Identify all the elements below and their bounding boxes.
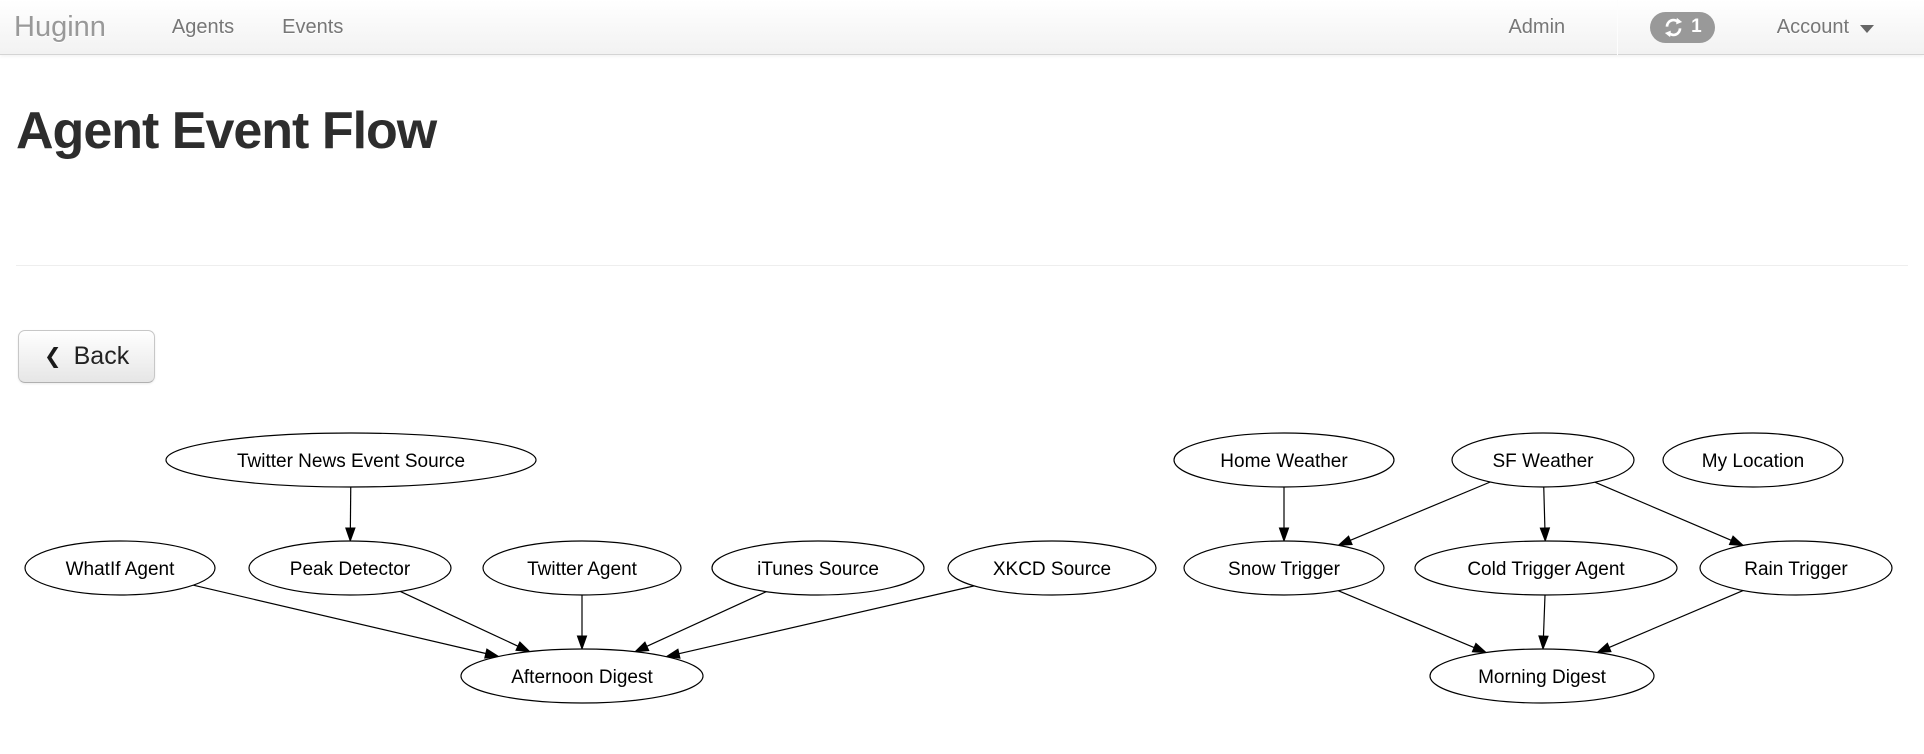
arrowhead-home-weather-to-snow-trigger (1278, 527, 1290, 543)
graph-node-morning-digest: Morning Digest (1429, 648, 1655, 704)
arrowhead-snow-trigger-to-morning-digest (1471, 642, 1488, 654)
node-ellipse-twitter-news-event-source (165, 432, 537, 488)
node-ellipse-cold-trigger-agent (1414, 540, 1678, 596)
node-ellipse-rain-trigger (1699, 540, 1893, 596)
graph-node-cold-trigger-agent: Cold Trigger Agent (1414, 540, 1678, 596)
navbar-right-nav: Admin 1 Account (1484, 0, 1924, 55)
node-label-my-location: My Location (1702, 451, 1804, 472)
node-ellipse-peak-detector (248, 540, 452, 596)
edge-peak-detector-to-afternoon-digest (400, 590, 519, 647)
graph-node-xkcd-source: XKCD Source (947, 540, 1157, 596)
graph-node-my-location: My Location (1662, 432, 1844, 488)
edge-sf-weather-to-cold-trigger-agent (1543, 486, 1546, 529)
arrowhead-sf-weather-to-rain-trigger (1728, 535, 1745, 547)
node-label-whatif-agent: WhatIf Agent (66, 559, 176, 580)
node-ellipse-xkcd-source (947, 540, 1157, 596)
arrowhead-rain-trigger-to-morning-digest (1595, 642, 1612, 654)
arrowhead-itunes-source-to-afternoon-digest (633, 641, 650, 653)
edge-xkcd-source-to-afternoon-digest (678, 585, 975, 655)
node-ellipse-twitter-agent (482, 540, 682, 596)
back-button-label: Back (73, 342, 130, 370)
job-queue-badge[interactable]: 1 (1650, 11, 1715, 43)
page-title: Agent Event Flow (16, 102, 437, 160)
node-label-twitter-news-event-source: Twitter News Event Source (237, 451, 465, 472)
arrowhead-whatif-agent-to-afternoon-digest (484, 648, 500, 659)
node-label-rain-trigger: Rain Trigger (1744, 559, 1848, 580)
node-ellipse-my-location (1662, 432, 1844, 488)
node-label-home-weather: Home Weather (1220, 451, 1348, 472)
header-divider (16, 265, 1908, 266)
graph-node-afternoon-digest: Afternoon Digest (460, 648, 704, 704)
node-label-snow-trigger: Snow Trigger (1228, 559, 1341, 580)
graph-node-twitter-agent: Twitter Agent (482, 540, 682, 596)
edge-sf-weather-to-rain-trigger (1594, 481, 1732, 541)
graph-node-sf-weather: SF Weather (1451, 432, 1635, 488)
edge-snow-trigger-to-morning-digest (1337, 590, 1475, 649)
node-label-peak-detector: Peak Detector (290, 559, 411, 580)
refresh-icon (1663, 17, 1684, 38)
navbar-left-nav: Agents Events (148, 0, 367, 54)
arrowhead-peak-detector-to-afternoon-digest (515, 641, 532, 653)
graph-node-twitter-news-event-source: Twitter News Event Source (165, 432, 537, 488)
badge-count: 1 (1691, 16, 1702, 37)
chevron-left-icon: ❮ (44, 345, 62, 368)
nav-item-admin[interactable]: Admin (1508, 15, 1566, 38)
graph-node-itunes-source: iTunes Source (711, 540, 925, 596)
arrowhead-cold-trigger-agent-to-morning-digest (1538, 635, 1549, 651)
navbar: Huginn Agents Events Admin 1 Account (0, 0, 1924, 55)
node-label-sf-weather: SF Weather (1492, 451, 1594, 472)
arrowhead-xkcd-source-to-afternoon-digest (664, 648, 681, 659)
nav-item-agents[interactable]: Agents (171, 15, 235, 38)
edge-whatif-agent-to-afternoon-digest (193, 584, 486, 655)
navbar-vertical-divider (1617, 0, 1619, 55)
graph-node-snow-trigger: Snow Trigger (1183, 540, 1385, 596)
node-label-itunes-source: iTunes Source (757, 559, 879, 580)
node-label-xkcd-source: XKCD Source (993, 559, 1111, 580)
arrowhead-sf-weather-to-snow-trigger (1336, 535, 1353, 546)
arrowhead-sf-weather-to-cold-trigger-agent (1539, 527, 1551, 543)
node-label-morning-digest: Morning Digest (1478, 667, 1606, 688)
node-ellipse-whatif-agent (24, 540, 216, 596)
node-ellipse-sf-weather (1451, 432, 1635, 488)
main-content: Agent Event Flow ❮ Back (0, 99, 1924, 383)
edge-cold-trigger-agent-to-morning-digest (1542, 594, 1546, 637)
node-ellipse-morning-digest (1429, 648, 1655, 704)
graph-node-home-weather: Home Weather (1173, 432, 1395, 488)
node-label-twitter-agent: Twitter Agent (527, 559, 638, 580)
back-button[interactable]: ❮ Back (18, 330, 156, 383)
account-dropdown[interactable]: Account (1777, 16, 1874, 39)
edge-itunes-source-to-afternoon-digest (646, 591, 767, 647)
arrowhead-twitter-news-event-source-to-peak-detector (345, 527, 356, 543)
node-label-cold-trigger-agent: Cold Trigger Agent (1467, 559, 1625, 580)
node-label-afternoon-digest: Afternoon Digest (511, 667, 653, 688)
graph-node-rain-trigger: Rain Trigger (1699, 540, 1893, 596)
caret-down-icon (1860, 24, 1874, 33)
graph-node-peak-detector: Peak Detector (248, 540, 452, 596)
arrowhead-twitter-agent-to-afternoon-digest (576, 635, 588, 651)
edge-sf-weather-to-snow-trigger (1350, 481, 1491, 541)
edge-rain-trigger-to-morning-digest (1608, 589, 1744, 648)
node-ellipse-itunes-source (711, 540, 925, 596)
node-ellipse-home-weather (1173, 432, 1395, 488)
graph-node-whatif-agent: WhatIf Agent (24, 540, 216, 596)
brand-link[interactable]: Huginn (14, 10, 106, 43)
account-label: Account (1776, 15, 1849, 38)
node-ellipse-afternoon-digest (460, 648, 704, 704)
nav-item-events[interactable]: Events (282, 15, 344, 38)
node-ellipse-snow-trigger (1183, 540, 1385, 596)
